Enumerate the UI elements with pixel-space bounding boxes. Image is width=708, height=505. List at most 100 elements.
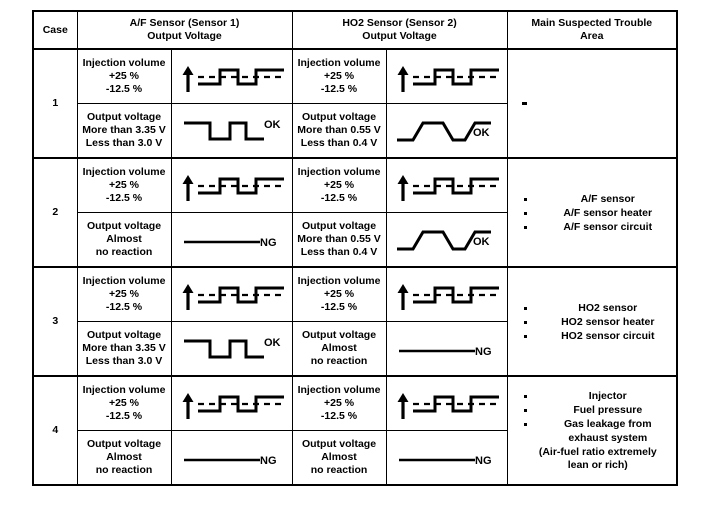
ho2-output-waveform-case1: OK bbox=[385, 103, 508, 159]
header-trouble-line2: Area bbox=[580, 30, 604, 42]
header-af-line2: Output Voltage bbox=[147, 30, 222, 42]
af-output-desc-case3-line3: Less than 3.0 V bbox=[85, 355, 163, 367]
table-header-row: Case A/F Sensor (Sensor 1) Output Voltag… bbox=[32, 10, 678, 50]
header-ho2-line1: HO2 Sensor (Sensor 2) bbox=[342, 17, 457, 29]
header-ho2-line2: Output Voltage bbox=[362, 30, 437, 42]
header-ho2-sensor: HO2 Sensor (Sensor 2) Output Voltage bbox=[291, 10, 508, 50]
header-af-line1: A/F Sensor (Sensor 1) bbox=[129, 17, 240, 29]
ho2-inject-desc-case4: Injection volume+25 %-12.5 % bbox=[291, 375, 387, 431]
list-item: A/F sensor heater bbox=[522, 206, 673, 220]
ho2-inject-desc-case3-line2: +25 % bbox=[323, 288, 355, 300]
af-inject-desc-case2-line3: -12.5 % bbox=[105, 192, 143, 204]
af-inject-desc-case2: Injection volume+25 %-12.5 % bbox=[76, 157, 172, 213]
ho2-inject-desc-case1-line1: Injection volume bbox=[297, 57, 381, 69]
af-output-desc-case2-line3: no reaction bbox=[95, 246, 153, 258]
trouble-area-case1 bbox=[506, 48, 678, 159]
ho2-output-desc-case3-line3: no reaction bbox=[310, 355, 368, 367]
af-inject-desc-case4: Injection volume+25 %-12.5 % bbox=[76, 375, 172, 431]
af-inject-waveform-case4 bbox=[170, 375, 293, 431]
ho2-inject-desc-case4-line2: +25 % bbox=[323, 397, 355, 409]
ho2-inject-desc-case3-line1: Injection volume bbox=[297, 275, 381, 287]
case-number-4: 4 bbox=[32, 375, 78, 486]
ho2-output-desc-case4-line2: Almost bbox=[321, 451, 357, 463]
af-output-waveform-case1: OK bbox=[170, 103, 293, 159]
af-output-desc-case2-line1: Output voltage bbox=[86, 220, 162, 232]
af-inject-desc-case4-line3: -12.5 % bbox=[105, 410, 143, 422]
ho2-output-desc-case2-line2: More than 0.55 V bbox=[297, 233, 381, 245]
ho2-output-desc-case3-line2: Almost bbox=[321, 342, 357, 354]
ho2-inject-desc-case3-line3: -12.5 % bbox=[320, 301, 358, 313]
af-inject-desc-case3-line2: +25 % bbox=[108, 288, 140, 300]
af-inject-desc-case2-line2: +25 % bbox=[108, 179, 140, 191]
af-inject-desc-case1-line1: Injection volume bbox=[82, 57, 166, 69]
ho2-output-waveform-case3: NG bbox=[385, 321, 508, 377]
af-output-waveform-case4: NG bbox=[170, 430, 293, 486]
header-trouble-area: Main Suspected Trouble Area bbox=[506, 10, 678, 50]
af-output-waveform-case2: NG bbox=[170, 212, 293, 268]
af-inject-desc-case1-line2: +25 % bbox=[108, 70, 140, 82]
svg-text:OK: OK bbox=[264, 337, 281, 349]
case-number-2: 2 bbox=[32, 157, 78, 268]
ho2-output-desc-case2-line3: Less than 0.4 V bbox=[300, 246, 378, 258]
ho2-inject-desc-case1-line2: +25 % bbox=[323, 70, 355, 82]
af-output-desc-case1-line3: Less than 3.0 V bbox=[85, 137, 163, 149]
af-inject-desc-case1: Injection volume+25 %-12.5 % bbox=[76, 48, 172, 104]
sensor-diagnostic-table: Case A/F Sensor (Sensor 1) Output Voltag… bbox=[32, 10, 679, 486]
list-item: Fuel pressure bbox=[522, 403, 673, 417]
af-inject-desc-case3-line3: -12.5 % bbox=[105, 301, 143, 313]
ho2-inject-desc-case2: Injection volume+25 %-12.5 % bbox=[291, 157, 387, 213]
ho2-inject-desc-case2-line2: +25 % bbox=[323, 179, 355, 191]
svg-text:NG: NG bbox=[260, 455, 277, 467]
svg-text:OK: OK bbox=[264, 119, 281, 131]
case-number-3: 3 bbox=[32, 266, 78, 377]
trouble-note-line1: (Air-fuel ratio extremely bbox=[538, 446, 657, 458]
header-case: Case bbox=[32, 10, 78, 50]
af-output-desc-case4-line1: Output voltage bbox=[86, 438, 162, 450]
ho2-inject-desc-case2-line3: -12.5 % bbox=[320, 192, 358, 204]
af-output-desc-case1-line2: More than 3.35 V bbox=[82, 124, 166, 136]
ho2-output-desc-case1-line3: Less than 0.4 V bbox=[300, 137, 378, 149]
trouble-note-line2: lean or rich) bbox=[567, 459, 628, 471]
ho2-inject-waveform-case4 bbox=[385, 375, 508, 431]
list-item: A/F sensor circuit bbox=[522, 220, 673, 234]
ho2-inject-desc-case4-line3: -12.5 % bbox=[320, 410, 358, 422]
af-inject-desc-case4-line2: +25 % bbox=[108, 397, 140, 409]
svg-text:OK: OK bbox=[473, 236, 490, 248]
ho2-inject-waveform-case1 bbox=[385, 48, 508, 104]
ho2-inject-desc-case4-line1: Injection volume bbox=[297, 384, 381, 396]
trouble-dash-marker bbox=[521, 102, 527, 105]
ho2-output-desc-case1-line1: Output voltage bbox=[301, 111, 377, 123]
ho2-inject-desc-case1: Injection volume+25 %-12.5 % bbox=[291, 48, 387, 104]
af-inject-desc-case1-line3: -12.5 % bbox=[105, 83, 143, 95]
af-inject-desc-case4-line1: Injection volume bbox=[82, 384, 166, 396]
af-output-desc-case3-line1: Output voltage bbox=[86, 329, 162, 341]
list-item: A/F sensor bbox=[522, 192, 673, 206]
ho2-output-waveform-case2: OK bbox=[385, 212, 508, 268]
ho2-output-desc-case2-line1: Output voltage bbox=[301, 220, 377, 232]
af-output-desc-case4-line2: Almost bbox=[106, 451, 142, 463]
af-output-desc-case4-line3: no reaction bbox=[95, 464, 153, 476]
af-inject-desc-case3-line1: Injection volume bbox=[82, 275, 166, 287]
ho2-output-waveform-case4: NG bbox=[385, 430, 508, 486]
af-output-waveform-case3: OK bbox=[170, 321, 293, 377]
ho2-inject-desc-case3: Injection volume+25 %-12.5 % bbox=[291, 266, 387, 322]
ho2-output-desc-case1-line2: More than 0.55 V bbox=[297, 124, 381, 136]
